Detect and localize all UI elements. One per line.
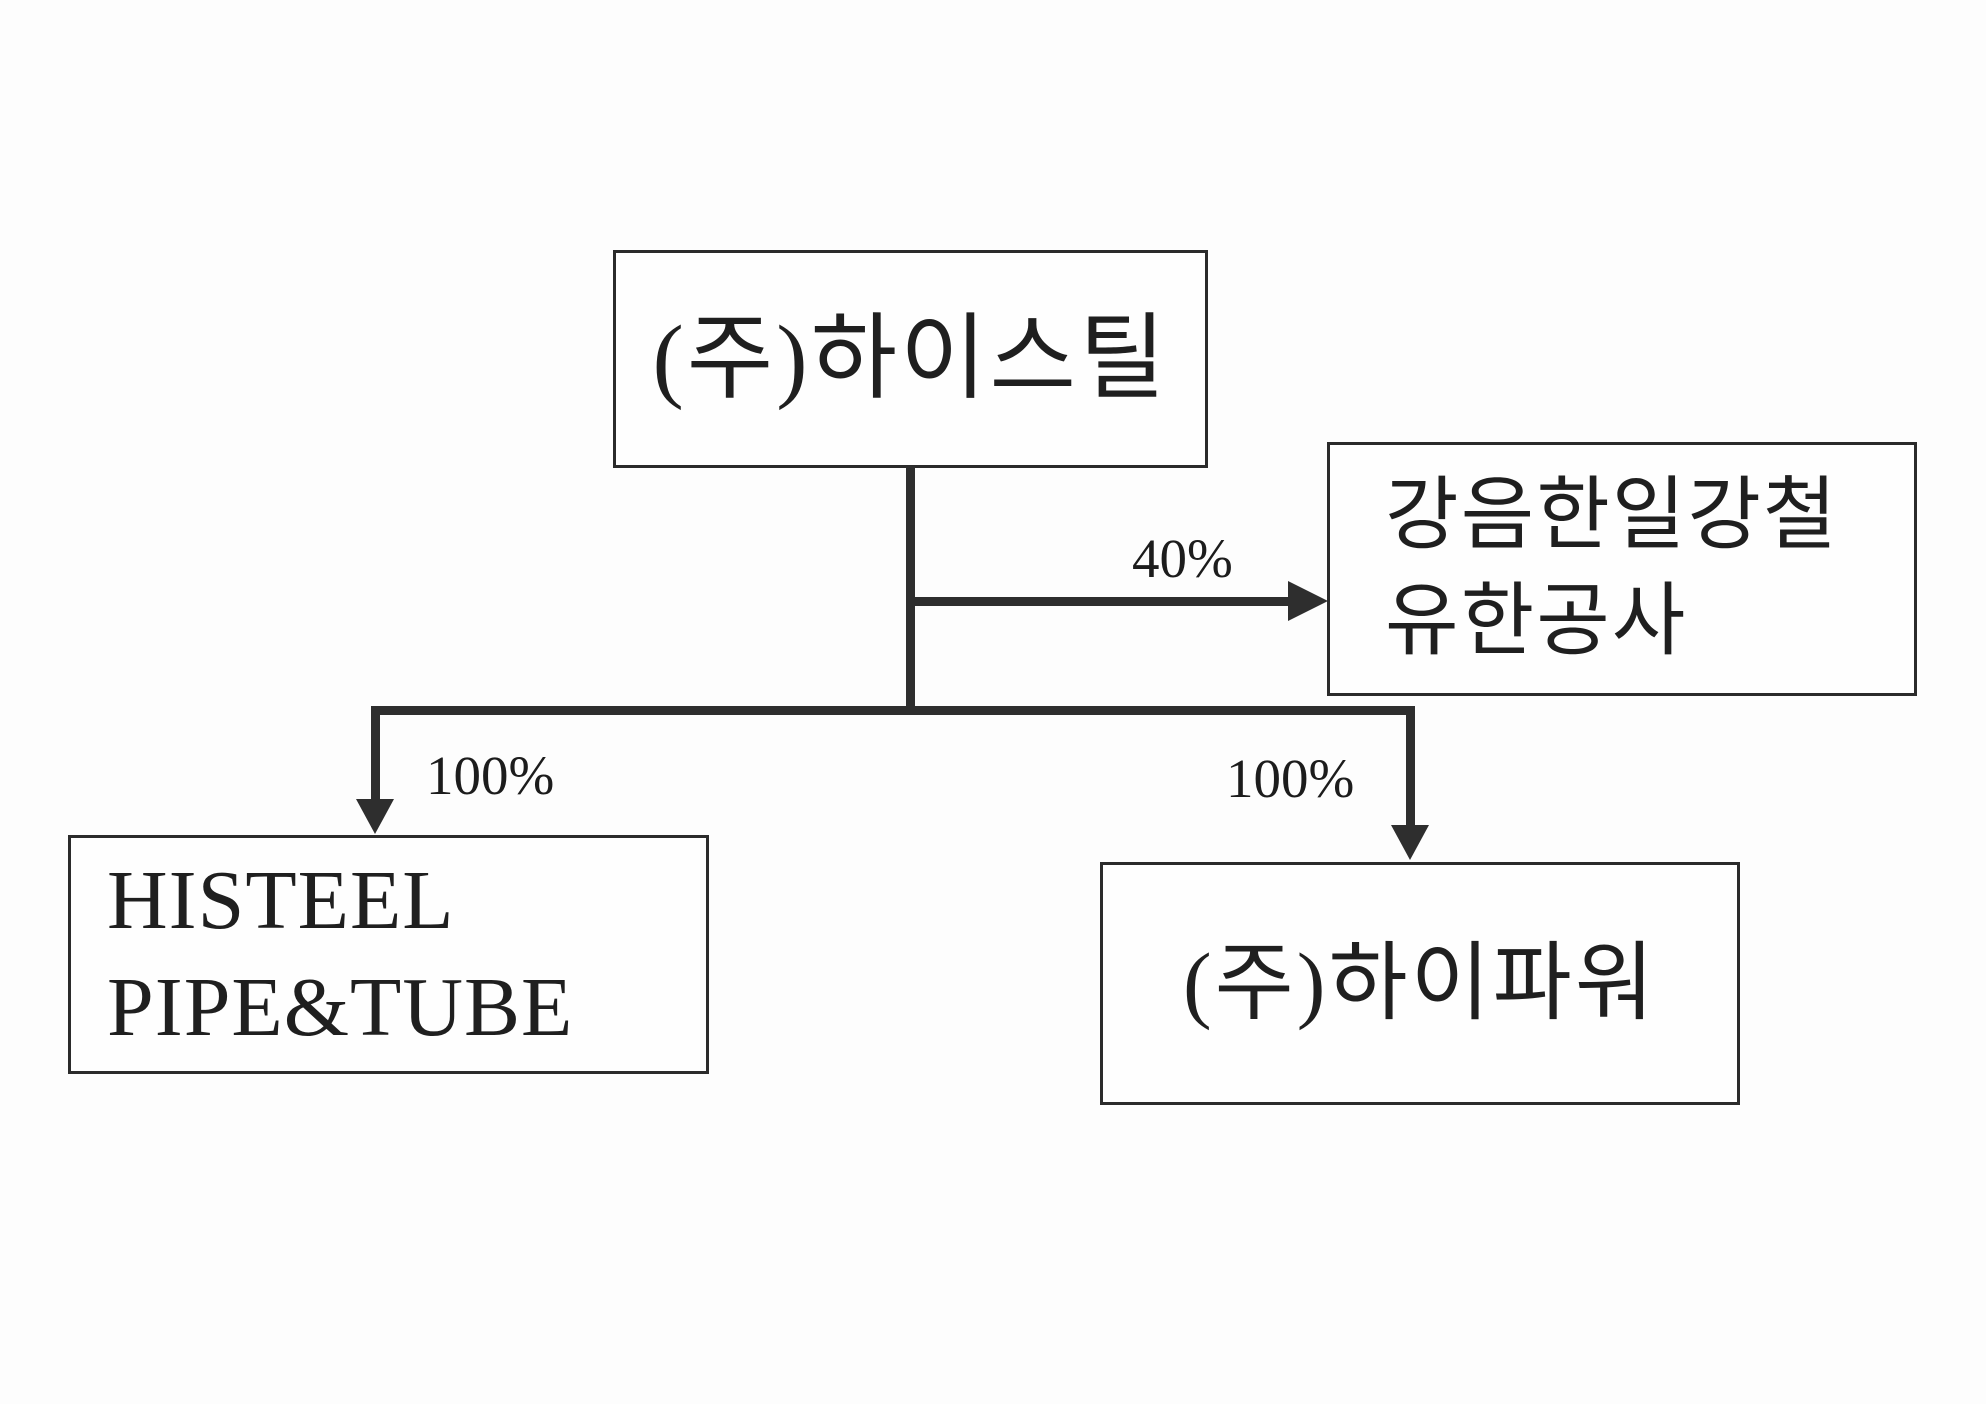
arrowhead-down-right-icon (1391, 825, 1429, 860)
connector-children-horizontal (371, 706, 1415, 715)
connector-affiliate-horizontal (910, 597, 1292, 606)
node-affiliate-label-line2: 유한공사 (1385, 577, 1688, 666)
arrowhead-down-left-icon (356, 799, 394, 834)
node-affiliate-company: 강음한일강철 유한공사 (1327, 442, 1917, 696)
node-histeel-company: HISTEEL PIPE&TUBE (68, 835, 709, 1074)
node-affiliate-label-line1: 강음한일강철 (1385, 472, 1839, 561)
ownership-label-affiliate: 40% (1132, 528, 1233, 589)
ownership-label-histeel: 100% (426, 745, 555, 806)
node-parent-company: (주)하이스틸 (613, 250, 1208, 468)
connector-left-vertical (371, 706, 380, 801)
node-histeel-label-line1: HISTEEL (107, 853, 455, 947)
node-hipower-label: (주)하이파워 (1183, 935, 1657, 1032)
arrowhead-right-icon (1288, 581, 1328, 621)
node-parent-label: (주)하이스틸 (652, 306, 1169, 411)
node-hipower-company: (주)하이파워 (1100, 862, 1740, 1105)
connector-parent-vertical (906, 466, 915, 715)
node-histeel-label-line2: PIPE&TUBE (107, 960, 574, 1054)
ownership-label-hipower: 100% (1226, 748, 1355, 809)
connector-right-vertical (1406, 706, 1415, 827)
